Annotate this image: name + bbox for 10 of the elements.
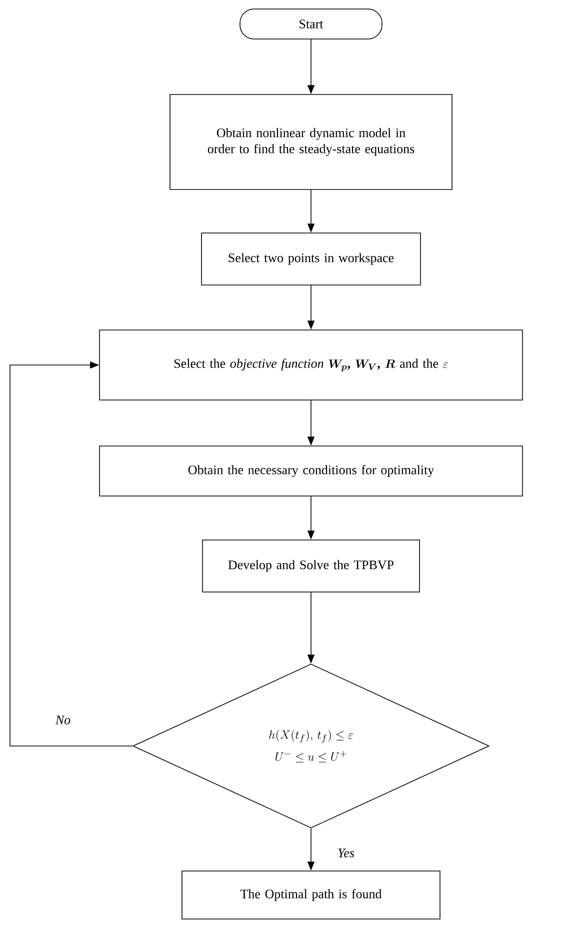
process-box: The Optimal path is found [182, 870, 440, 920]
edge-label: Yes [336, 848, 356, 858]
arrow [10, 361, 133, 746]
process-box: Develop and Solve the TPBVP [202, 540, 420, 592]
start-terminal: Start [240, 8, 382, 40]
process-box: $\text{Select the \textit{objective function} }\boldsymbol{W_p}\textbf{,}\ \boldsymbol{W_V}\textbf{,}\ \boldsymbol{R}\text{ and the }\varepsilon$ [99, 330, 523, 400]
edge-label: No [54, 714, 72, 726]
process-box: Select two points in workspace [201, 232, 421, 286]
process-box: Obtain the necessary conditions for optimality [99, 446, 523, 496]
process-box: Obtain nonlinear dynamic model in order to find the steady-state equations [170, 94, 452, 190]
